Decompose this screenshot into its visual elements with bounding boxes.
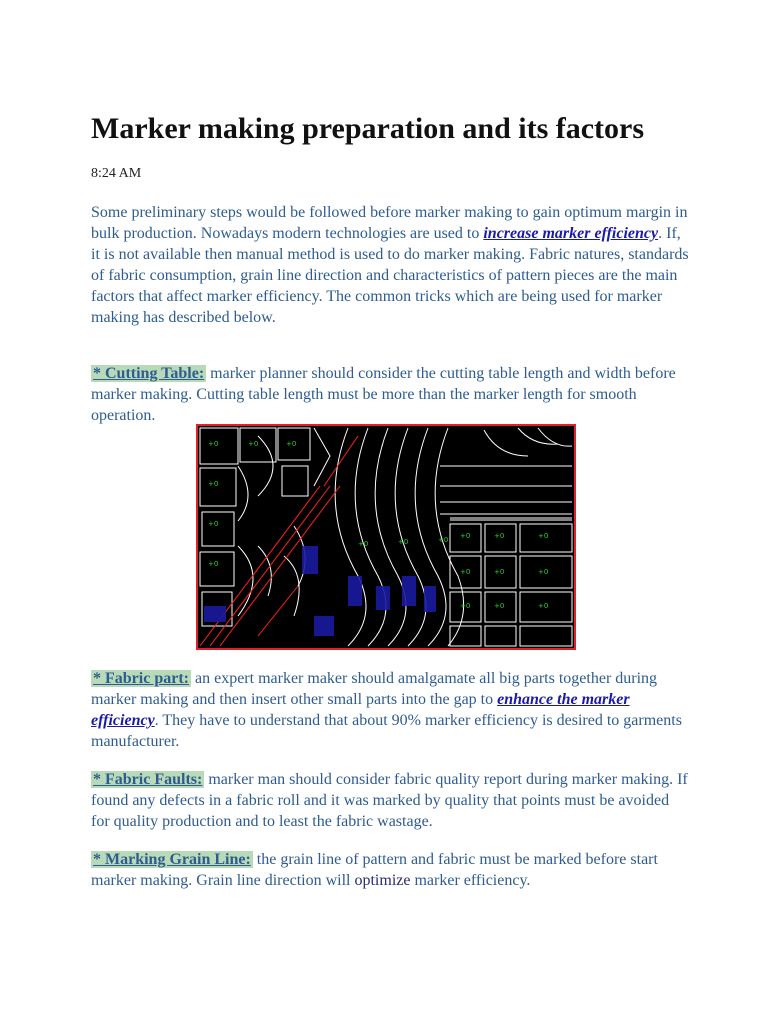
cutting-table-paragraph: * Cutting Table: marker planner should c… xyxy=(91,363,691,426)
svg-text:+0: +0 xyxy=(494,568,504,576)
svg-text:+0: +0 xyxy=(538,532,548,540)
cutting-table-heading: * Cutting Table: xyxy=(91,365,207,382)
svg-text:+0: +0 xyxy=(208,480,218,488)
svg-text:+0: +0 xyxy=(494,532,504,540)
cutting-table-text: marker planner should consider the cutti… xyxy=(91,365,676,424)
svg-text:+0: +0 xyxy=(460,568,470,576)
fabric-faults-paragraph: * Fabric Faults: marker man should consi… xyxy=(91,769,691,832)
intro-text-after: . If, it is not available then manual me… xyxy=(91,225,689,326)
svg-text:+0: +0 xyxy=(358,540,368,548)
grain-line-paragraph: * Marking Grain Line: the grain line of … xyxy=(91,849,691,891)
svg-text:+0: +0 xyxy=(538,568,548,576)
post-time: 8:24 AM xyxy=(91,166,142,181)
svg-text:+0: +0 xyxy=(460,602,470,610)
grain-line-text-after: marker efficiency. xyxy=(410,872,531,889)
increase-marker-efficiency-link[interactable]: increase marker efficiency xyxy=(483,225,659,242)
intro-paragraph: Some preliminary steps would be followed… xyxy=(91,202,691,328)
svg-text:+0: +0 xyxy=(208,520,218,528)
fabric-part-text-after: . They have to understand that about 90%… xyxy=(91,712,682,750)
svg-text:+0: +0 xyxy=(286,440,296,448)
intro-text-before: Some preliminary steps would be followed… xyxy=(91,204,688,242)
svg-text:+0: +0 xyxy=(438,536,448,544)
page-title: Marker making preparation and its factor… xyxy=(91,112,645,145)
svg-text:+0: +0 xyxy=(208,440,218,448)
fabric-faults-text: marker man should consider fabric qualit… xyxy=(91,771,688,830)
svg-text:+0: +0 xyxy=(248,440,258,448)
fabric-part-paragraph: * Fabric part: an expert marker maker sh… xyxy=(91,668,691,752)
fabric-part-text-before: an expert marker maker should amalgamate… xyxy=(91,670,658,708)
svg-text:+0: +0 xyxy=(460,532,470,540)
svg-text:+0: +0 xyxy=(208,560,218,568)
grain-line-text-before: the grain line of pattern and fabric mus… xyxy=(91,851,658,889)
enhance-marker-efficiency-link[interactable]: enhance the marker efficiency xyxy=(91,691,630,729)
svg-text:+0: +0 xyxy=(538,602,548,610)
optimize-word: optimize xyxy=(354,872,411,889)
svg-text:+0: +0 xyxy=(494,602,504,610)
svg-text:+0: +0 xyxy=(398,538,408,546)
marker-layout-drawing: +0 +0 +0 +0 +0 +0 +0 +0 +0 +0 +0 +0 +0 +0 +0 +0 +0 +… xyxy=(199,427,573,647)
fabric-faults-heading: * Fabric Faults: xyxy=(91,771,205,788)
marker-layout-image: +0 +0 +0 +0 +0 +0 +0 +0 +0 +0 +0 +0 +0 +0 +0 +0 +0 +… xyxy=(196,424,576,650)
grain-line-heading: * Marking Grain Line: xyxy=(91,851,253,868)
fabric-part-heading: * Fabric part: xyxy=(91,670,191,687)
